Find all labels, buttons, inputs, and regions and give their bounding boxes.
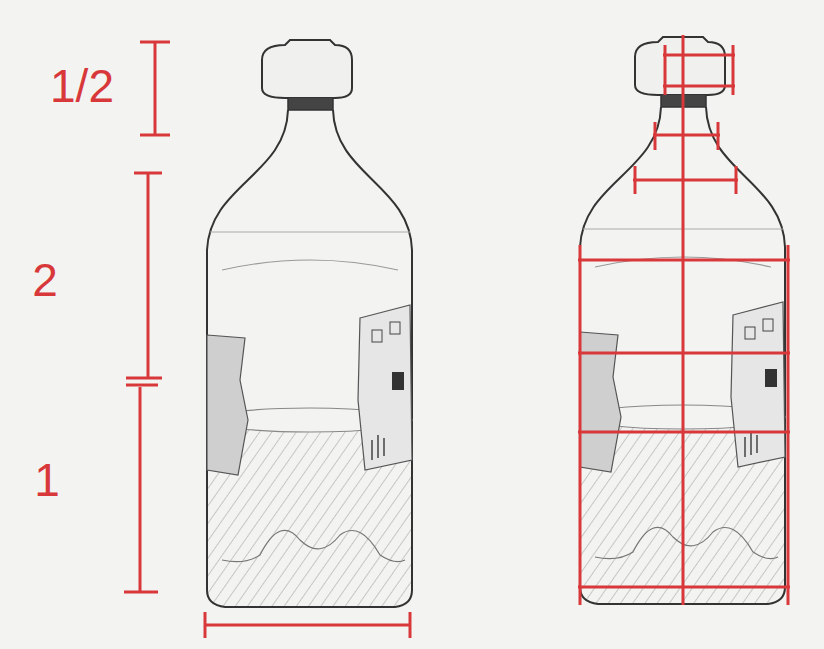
ratio-label: 1 <box>34 457 60 503</box>
measure-lines <box>124 35 790 638</box>
bottle-drawing <box>207 40 412 607</box>
ratio-label: 2 <box>32 257 58 303</box>
ratio-label: 1/2 <box>50 63 114 109</box>
